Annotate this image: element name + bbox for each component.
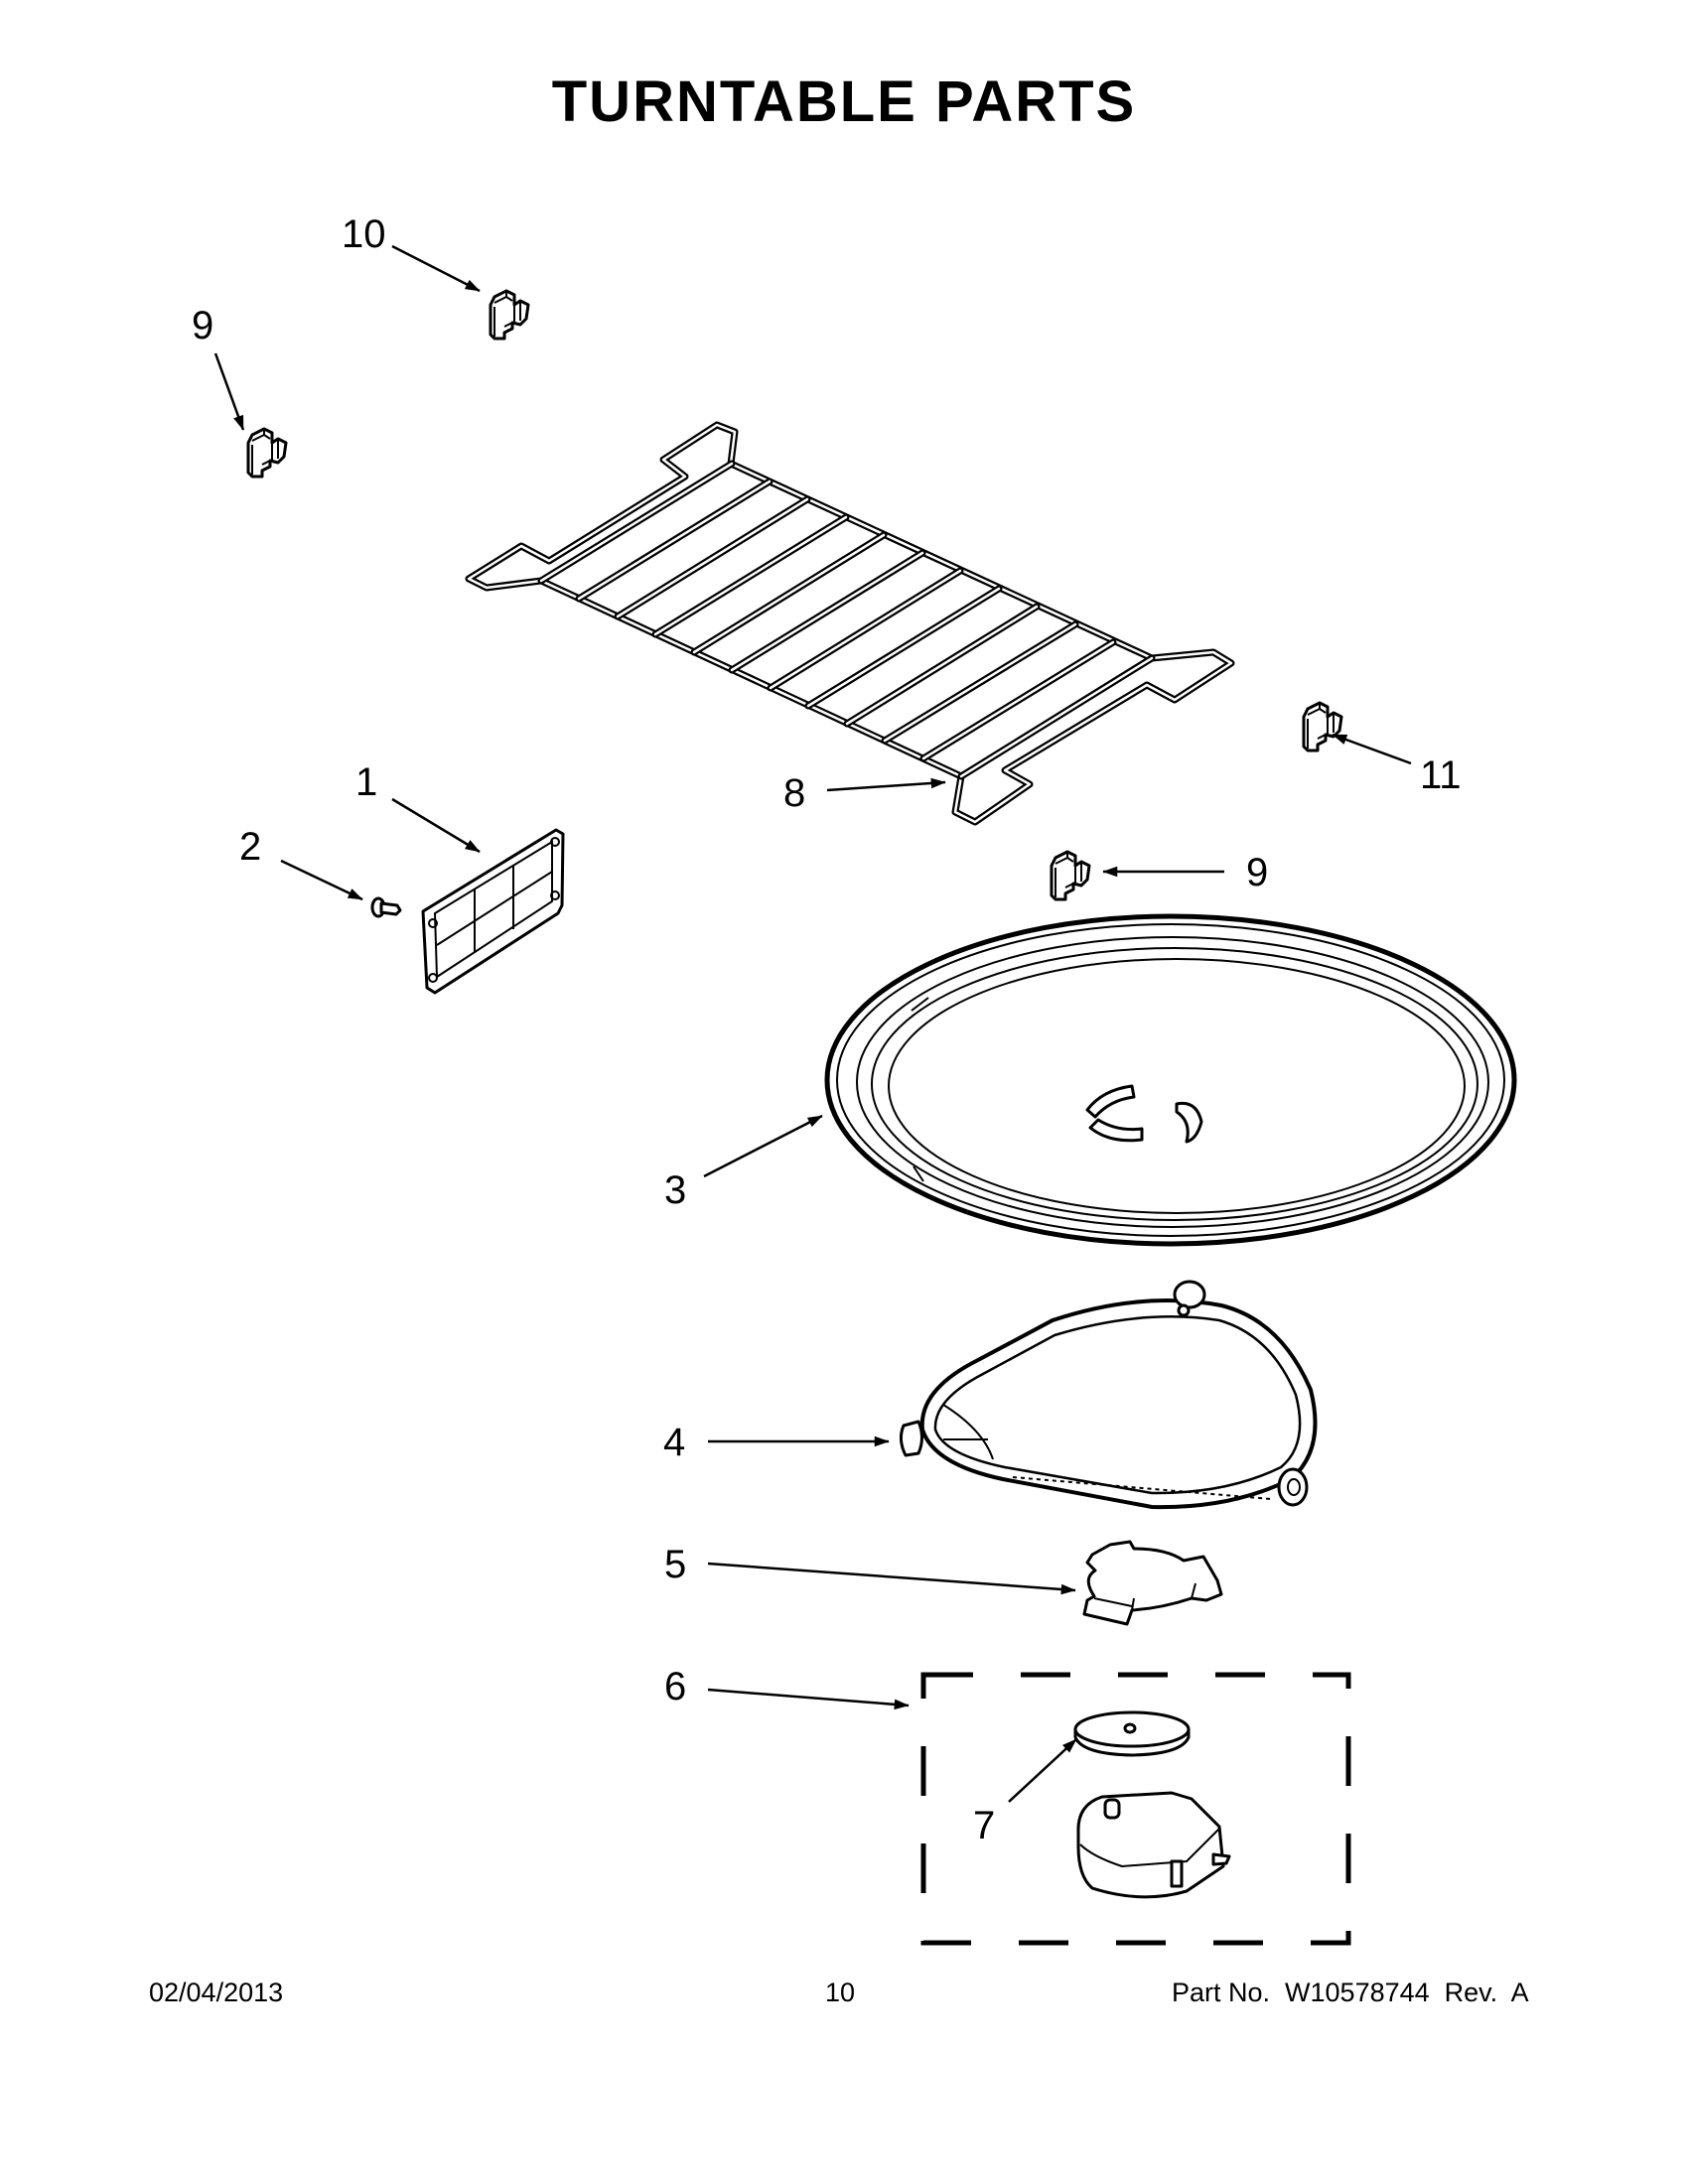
- callout-7: 7: [973, 1804, 996, 1847]
- callout-8: 8: [783, 771, 806, 815]
- rack-clip-11: [1302, 701, 1343, 752]
- filter-panel: [421, 828, 565, 995]
- callout-10: 10: [342, 212, 386, 256]
- turntable-coupler: [1082, 1540, 1223, 1626]
- callout-9-upper: 9: [192, 304, 214, 347]
- rack-clip-9-upper: [246, 427, 288, 478]
- glass-turntable-tray: [824, 913, 1517, 1247]
- callout-4: 4: [663, 1421, 686, 1464]
- page-title: TURNTABLE PARTS: [551, 69, 1137, 134]
- roller-ring-support: [899, 1280, 1318, 1510]
- footer-page-number: 10: [825, 1978, 856, 2007]
- callout-1: 1: [355, 760, 378, 804]
- wire-rack: [465, 421, 1235, 826]
- callout-2: 2: [239, 825, 262, 869]
- leader-arrows: [213, 244, 1412, 1803]
- filter-screw: [370, 896, 402, 918]
- callout-5: 5: [664, 1543, 687, 1586]
- callout-9-lower: 9: [1246, 851, 1269, 894]
- rack-clip-9-lower: [1050, 850, 1091, 901]
- motor-disc-cover: [1073, 1710, 1191, 1757]
- footer-date: 02/04/2013: [149, 1978, 284, 2007]
- turntable-motor: [1076, 1791, 1231, 1899]
- rack-clip-10: [489, 289, 530, 341]
- motor-kit-dashed-outline: [920, 1672, 1351, 1946]
- callout-6: 6: [664, 1665, 687, 1708]
- footer-part-number: Part No. W10578744 Rev. A: [1172, 1978, 1529, 2007]
- callout-11: 11: [1420, 753, 1462, 797]
- callout-3: 3: [664, 1168, 687, 1212]
